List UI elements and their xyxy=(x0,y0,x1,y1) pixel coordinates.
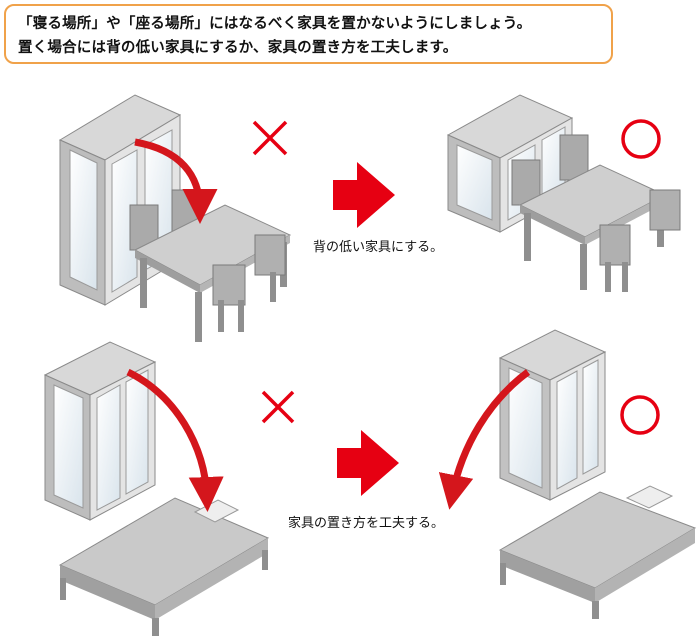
notice-line-1: 「寝る場所」や「座る場所」にはなるべく家具を置かないようにしましょう。 xyxy=(18,16,532,32)
tall-cabinet-icon xyxy=(58,94,182,306)
tall-cabinet-icon xyxy=(498,329,607,501)
bed-icon xyxy=(58,497,270,636)
tall-cabinet-icon xyxy=(43,341,157,521)
dining-set-icon xyxy=(129,189,292,342)
fall-arrow-icon xyxy=(126,368,224,512)
circle-mark-icon xyxy=(620,395,660,435)
caption-furniture-placement: 家具の置き方を工夫する。 xyxy=(288,516,445,531)
dining-set-icon xyxy=(511,134,681,292)
cross-mark-icon xyxy=(261,390,295,424)
circle-mark-icon xyxy=(621,119,661,159)
notice-line-2: 置く場合には背の低い家具にするか、家具の置き方を工夫します。 xyxy=(18,40,458,56)
caption-low-furniture: 背の低い家具にする。 xyxy=(313,240,444,255)
bed-icon xyxy=(498,485,697,619)
right-arrow-icon xyxy=(337,430,399,496)
fall-arrow-icon xyxy=(438,369,531,510)
notice-box: 「寝る場所」や「座る場所」にはなるべく家具を置かないようにしましょう。 置く場合… xyxy=(4,4,613,64)
right-arrow-icon xyxy=(333,162,395,228)
cross-mark-icon xyxy=(252,120,288,156)
fall-arrow-icon xyxy=(134,138,218,224)
